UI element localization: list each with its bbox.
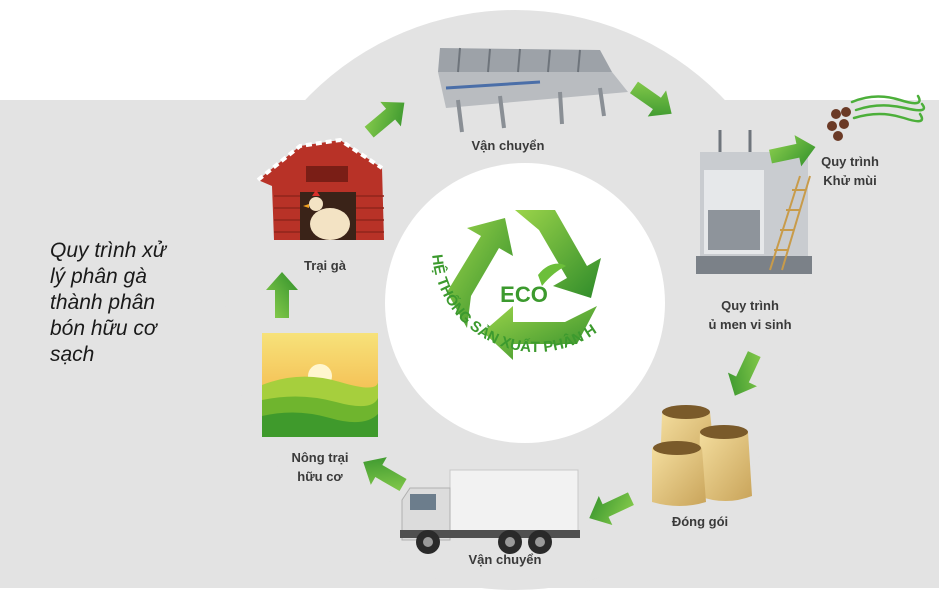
label-text: Quy trình <box>821 154 879 169</box>
label-organic-farm: Nông trại hữu cơ <box>270 448 370 486</box>
eco-logo: ECO <box>500 263 566 307</box>
label-packaging: Đóng gói <box>660 512 740 531</box>
label-text: Khử mùi <box>823 173 877 188</box>
label-text: Đóng gói <box>671 514 729 529</box>
label-text: ủ men vi sinh <box>708 317 792 332</box>
title-line: bón hữu cơ <box>50 317 157 340</box>
recycle-icon <box>447 210 601 360</box>
arrow-ferment-to-deodorize <box>769 135 816 167</box>
label-chicken-farm: Trại gà <box>285 256 365 275</box>
organic-farm-image <box>262 333 379 437</box>
label-transport-top: Vận chuyển <box>458 136 558 155</box>
truck-image <box>400 469 580 554</box>
label-text: Trại gà <box>304 258 346 273</box>
label-text: Vận chuyển <box>468 552 542 567</box>
diagram-title: Quy trình xử lý phân gà thành phân bón h… <box>50 238 220 368</box>
arrow-truck-to-farm <box>363 457 407 492</box>
label-text: Quy trình <box>721 298 779 313</box>
title-line: thành phân <box>50 291 156 314</box>
chicken-barn-image <box>256 137 384 240</box>
label-deodorize: Quy trình Khử mùi <box>805 152 895 190</box>
fertilizer-bags-image <box>652 405 752 506</box>
arrow-farm-to-barn <box>266 272 298 318</box>
eco-text: ECO <box>500 282 548 307</box>
conveyor-image <box>438 47 628 133</box>
fermentation-machine-image <box>696 130 812 274</box>
label-transport-bottom: Vận chuyển <box>455 550 555 569</box>
odor-removal-icon <box>827 94 926 141</box>
arrow-ferment-to-packaging <box>727 351 761 396</box>
center-disc <box>385 163 665 443</box>
label-text: hữu cơ <box>297 469 343 484</box>
arrow-packaging-to-truck <box>589 492 634 526</box>
label-text: Vận chuyển <box>471 138 545 153</box>
label-text: Nông trại <box>291 450 349 465</box>
title-line: Quy trình xử <box>50 239 167 262</box>
title-line: lý phân gà <box>50 265 147 288</box>
arrow-barn-to-transport <box>364 101 405 138</box>
arrow-transport-to-ferment <box>629 81 672 117</box>
label-fermentation: Quy trình ủ men vi sinh <box>695 296 805 334</box>
title-line: sạch <box>50 343 95 366</box>
